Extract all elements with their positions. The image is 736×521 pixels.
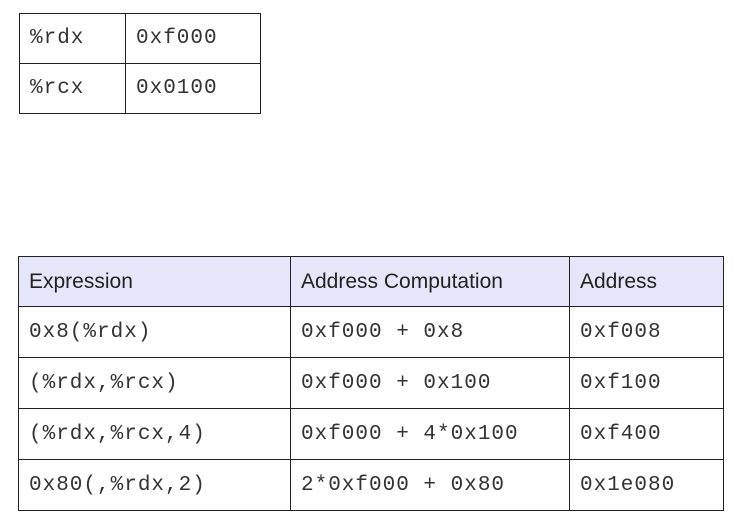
address-table-header-row: Expression Address Computation Address: [18, 256, 724, 307]
register-name: %rcx: [19, 63, 126, 114]
register-value: 0xf000: [125, 13, 261, 64]
computation-cell: 0xf000 + 0x8: [290, 306, 570, 358]
expression-cell: 0x80(,%rdx,2): [18, 459, 291, 511]
expression-cell: (%rdx,%rcx): [18, 357, 291, 409]
expression-cell: 0x8(%rdx): [18, 306, 291, 358]
header-address: Address: [569, 256, 724, 307]
register-row: %rcx 0x0100: [19, 63, 261, 114]
header-expression: Expression: [18, 256, 291, 307]
address-cell: 0xf100: [569, 357, 724, 409]
computation-cell: 2*0xf000 + 0x80: [290, 459, 570, 511]
expression-cell: (%rdx,%rcx,4): [18, 408, 291, 460]
computation-cell: 0xf000 + 0x100: [290, 357, 570, 409]
table-row: (%rdx,%rcx,4) 0xf000 + 4*0x100 0xf400: [18, 408, 724, 460]
address-cell: 0x1e080: [569, 459, 724, 511]
computation-cell: 0xf000 + 4*0x100: [290, 408, 570, 460]
table-row: 0x80(,%rdx,2) 2*0xf000 + 0x80 0x1e080: [18, 459, 724, 511]
register-name: %rdx: [19, 13, 126, 64]
table-row: (%rdx,%rcx) 0xf000 + 0x100 0xf100: [18, 357, 724, 409]
address-cell: 0xf400: [569, 408, 724, 460]
address-cell: 0xf008: [569, 306, 724, 358]
register-row: %rdx 0xf000: [19, 13, 261, 64]
register-value: 0x0100: [125, 63, 261, 114]
register-table: %rdx 0xf000 %rcx 0x0100: [19, 13, 261, 114]
header-address-computation: Address Computation: [290, 256, 570, 307]
address-table: Expression Address Computation Address 0…: [18, 256, 724, 511]
table-row: 0x8(%rdx) 0xf000 + 0x8 0xf008: [18, 306, 724, 358]
